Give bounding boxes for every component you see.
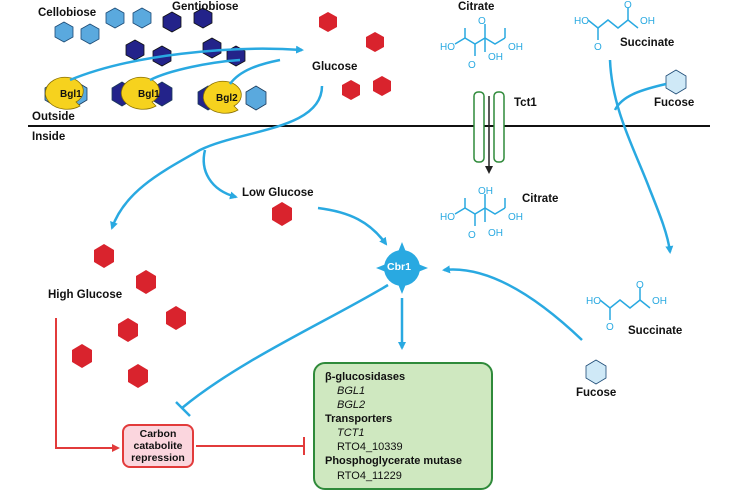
low-glucose-hexagon <box>272 202 292 226</box>
inside-label: Inside <box>32 131 66 143</box>
succinate-in-oh-label: OH <box>652 296 667 307</box>
tct1-label: Tct1 <box>514 97 537 109</box>
beta-glucosidases-header: β-glucosidases <box>325 371 406 383</box>
ccr-line-1: Carbon <box>139 427 177 440</box>
rto4-10339-gene: RTO4_10339 <box>337 441 403 454</box>
cellobiose-molecule <box>54 7 152 45</box>
outside-label: Outside <box>32 111 75 123</box>
transporters-header: Transporters <box>325 413 393 426</box>
succinate-outside-label: Succinate <box>620 37 675 49</box>
succinate-inside-label: Succinate <box>628 325 683 337</box>
rto4-11229-gene: RTO4_11229 <box>337 469 402 482</box>
succinate-o-label-2: O <box>624 0 632 11</box>
fucose-inside-hexagon <box>585 359 607 385</box>
citrate-oh-label: OH <box>508 42 523 53</box>
succinate-oh-label: OH <box>640 16 655 27</box>
cbr1-label: Cbr1 <box>387 261 411 273</box>
succinate-outside-structure <box>587 8 639 40</box>
enzyme-shapes <box>44 76 242 114</box>
glucose-label: Glucose <box>312 61 358 73</box>
citrate-in-o-label: O <box>468 230 476 241</box>
ccr-line-3: repression <box>131 452 185 465</box>
fucose-outside-label: Fucose <box>654 97 695 109</box>
citrate-inside-label: Citrate <box>522 193 559 205</box>
high-glucose-cluster <box>72 244 186 388</box>
target-genes-box: β-glucosidases BGL1 BGL2 Transporters TC… <box>313 362 493 490</box>
bgl1-gene: BGL1 <box>337 385 366 398</box>
succinate-in-o-label-2: O <box>636 280 644 291</box>
repression-arrows <box>55 318 305 455</box>
signal-arrows <box>175 206 583 417</box>
bgl1-enzyme-label-1: Bgl1 <box>60 89 82 100</box>
gentiobiose-label: Gentiobiose <box>172 1 239 13</box>
tct1-gene: TCT1 <box>337 427 365 440</box>
citrate-in-ho-label: HO <box>440 212 455 223</box>
citrate-o-label-2: O <box>478 16 486 27</box>
succinate-o-label: O <box>594 42 602 53</box>
bgl2-enzyme-label: Bgl2 <box>216 93 238 104</box>
high-glucose-label: High Glucose <box>48 289 123 301</box>
citrate-outside-structure <box>454 24 506 56</box>
fucose-inside-label: Fucose <box>576 387 617 399</box>
succinate-in-o-label: O <box>606 322 614 333</box>
glucose-uptake-arrows <box>110 85 324 230</box>
citrate-outside-label: Citrate <box>458 1 495 13</box>
ccr-line-2: catabolite <box>133 439 183 452</box>
succinate-in-ho-label: HO <box>586 296 601 307</box>
citrate-inside-structure <box>454 194 506 226</box>
tct1-transporter <box>473 91 505 163</box>
cellobiose-label: Cellobiose <box>38 7 97 19</box>
bgl1-enzyme-label-2: Bgl1 <box>138 89 160 100</box>
succinate-inside-structure <box>599 288 651 320</box>
fucose-outside-hexagon <box>665 69 687 95</box>
carbon-catabolite-repression-box: Carbon catabolite repression <box>122 424 194 468</box>
cleavage-arrows <box>69 45 304 85</box>
low-glucose-label: Low Glucose <box>242 187 314 199</box>
citrate-in-oh-label-2: OH <box>488 228 503 239</box>
citrate-in-oh-label-3: OH <box>478 186 493 197</box>
succinate-ho-label: HO <box>574 16 589 27</box>
citrate-in-oh-label: OH <box>508 212 523 223</box>
citrate-ho-label: HO <box>440 42 455 53</box>
phosphoglycerate-mutase-header: Phosphoglycerate mutase <box>325 455 462 468</box>
cbr1-regulator <box>376 242 428 294</box>
citrate-o-label: O <box>468 60 476 71</box>
glucose-outside <box>319 12 391 100</box>
citrate-oh-label-2: OH <box>488 52 503 63</box>
succinate-uptake-arrows <box>608 59 674 254</box>
bgl2-gene: BGL2 <box>337 399 366 412</box>
